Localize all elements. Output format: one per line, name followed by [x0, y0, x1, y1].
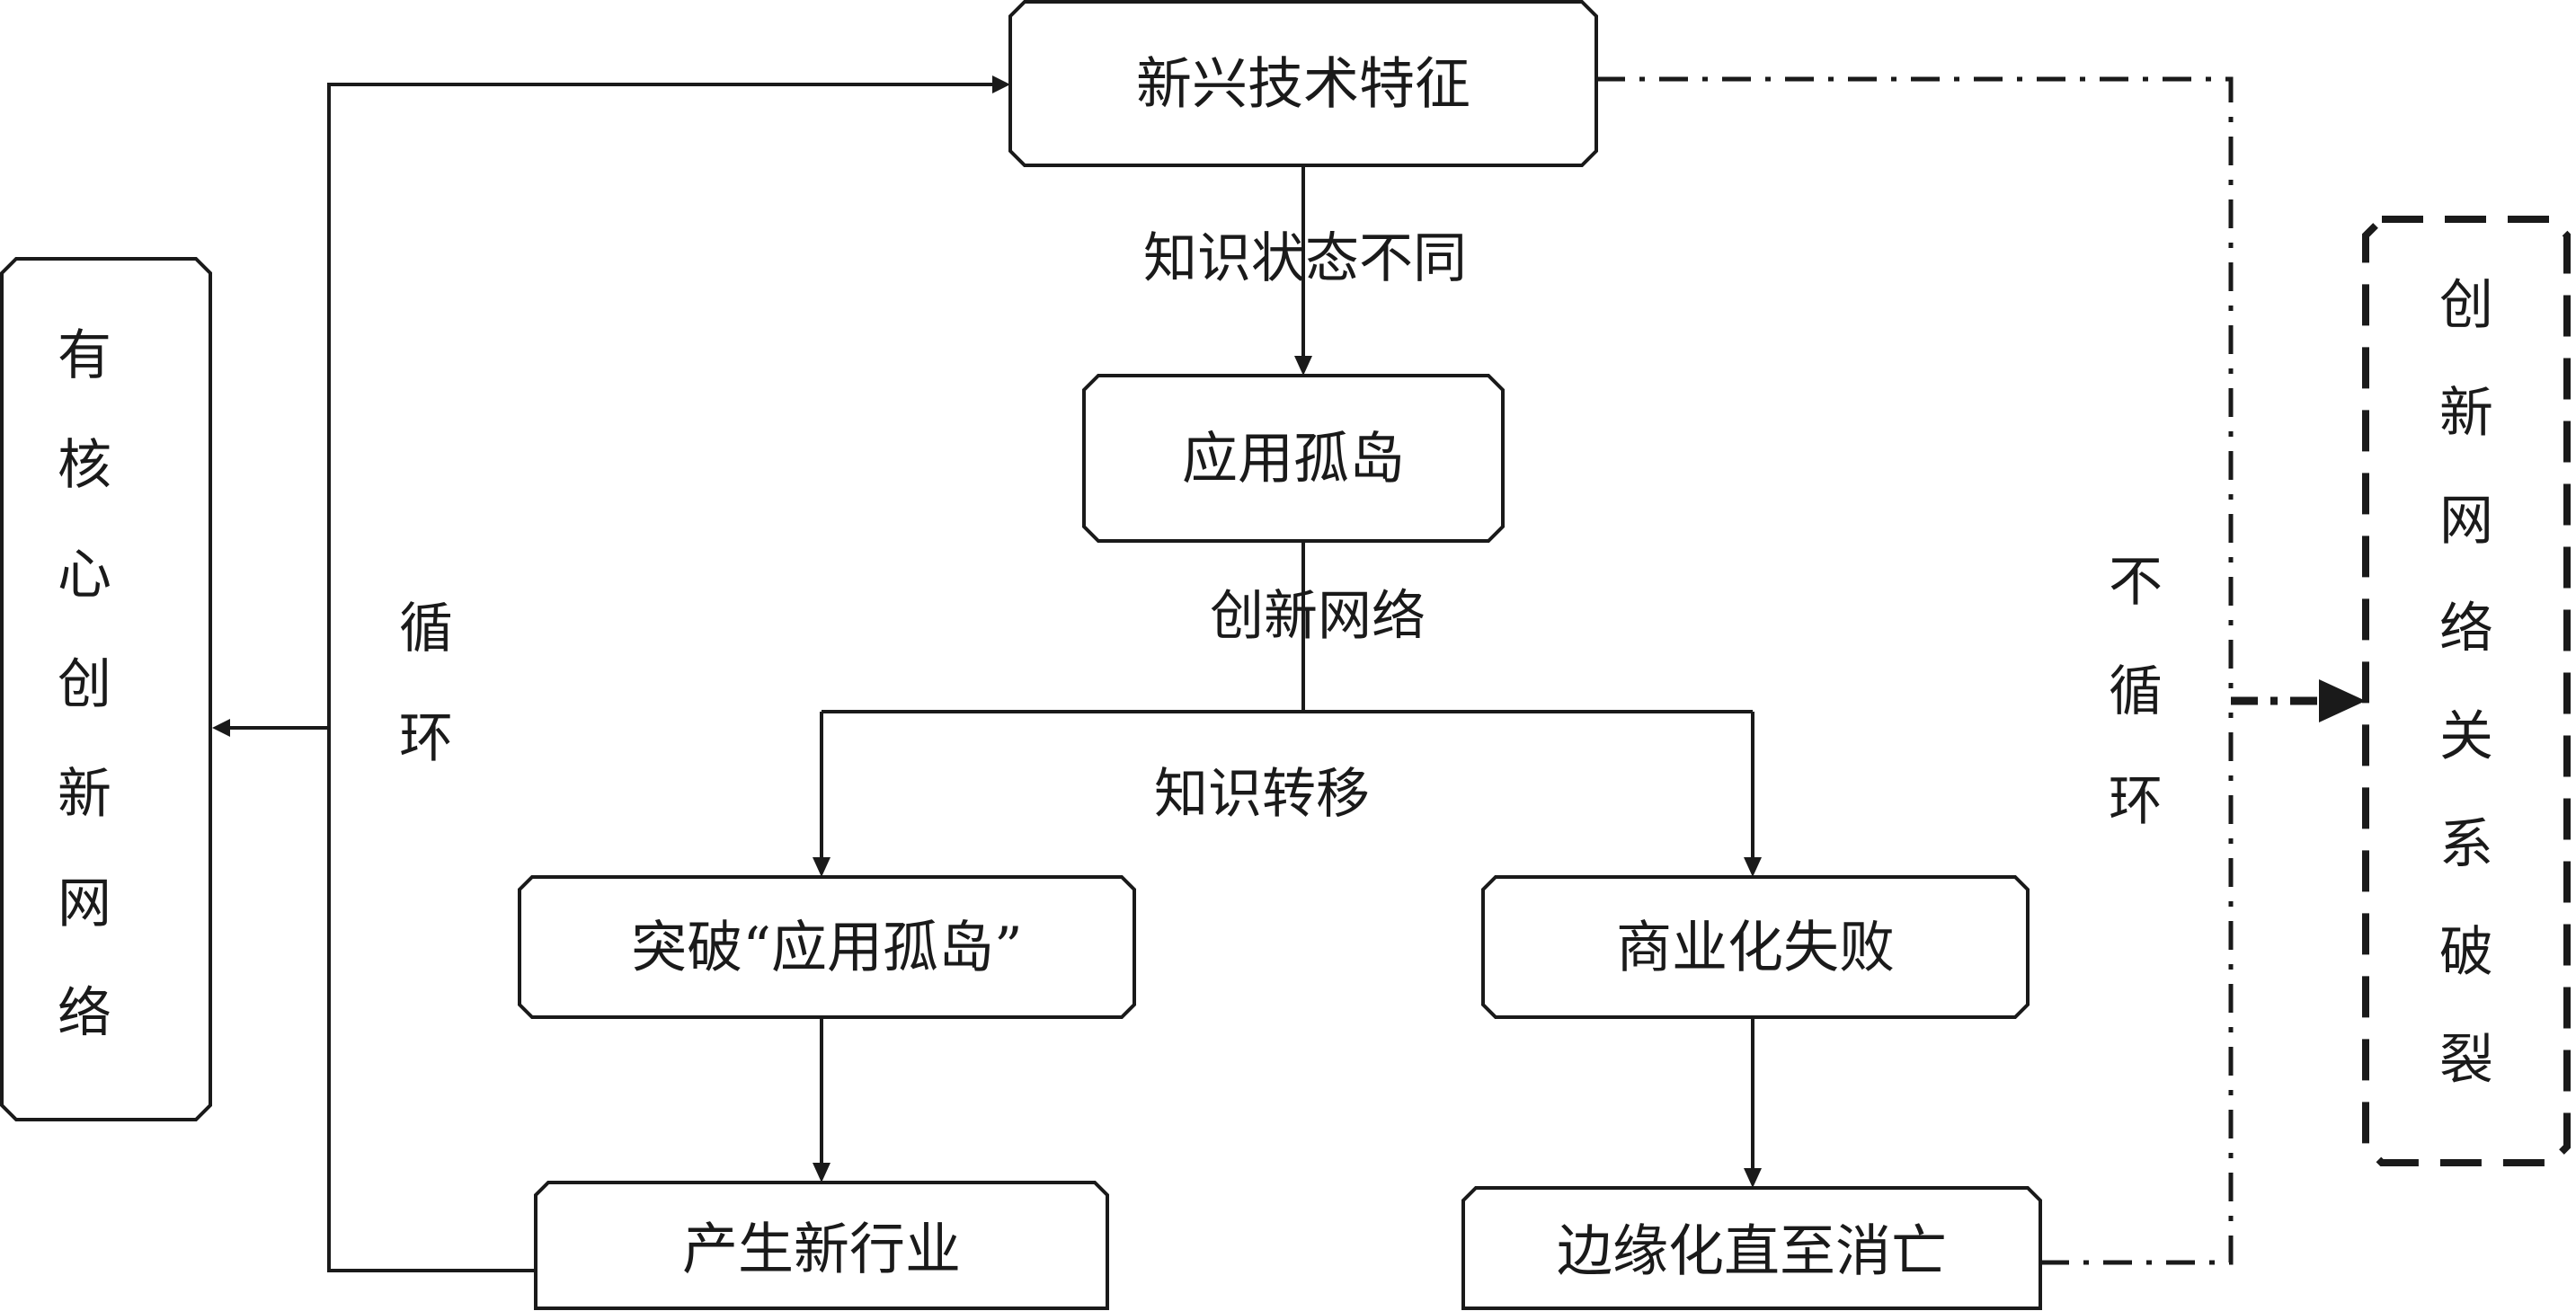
- node-marginalized: 边缘化直至消亡: [1461, 1186, 2042, 1310]
- node-emerging-tech-label: 新兴技术特征: [1136, 51, 1470, 117]
- vertical-char: 环: [399, 707, 453, 770]
- vertical-char: 网: [58, 873, 111, 935]
- connector-island-split: [813, 541, 1762, 877]
- edge-label-innovation-network: 创新网络: [1210, 585, 1426, 648]
- node-commercial-failure: 商业化失败: [1481, 875, 2030, 1019]
- connector-no-cycle: [1596, 76, 2366, 1265]
- vertical-char: 新: [58, 763, 111, 826]
- node-new-industry: 产生新行业: [534, 1181, 1109, 1310]
- edge-label-knowledge-state: 知识状态不同: [1143, 227, 1467, 290]
- vertical-char: 系: [2439, 813, 2493, 876]
- node-marginalized-label: 边缘化直至消亡: [1557, 1218, 1947, 1284]
- node-emerging-tech: 新兴技术特征: [1008, 0, 1598, 167]
- vertical-char: 络: [2439, 598, 2493, 660]
- connector-tech-to-island: [1294, 165, 1312, 376]
- vertical-char: 创: [58, 653, 111, 716]
- vertical-char: 循: [399, 598, 453, 660]
- vertical-char: 核: [58, 434, 111, 497]
- connector-failure-to-marginalized: [1744, 1017, 1762, 1188]
- vertical-char: 网: [2439, 490, 2493, 553]
- edge-label-no-cycle: 不循环: [2109, 551, 2163, 833]
- vertical-char: 心: [58, 544, 111, 607]
- vertical-char: 创: [2439, 274, 2493, 337]
- vertical-char: 破: [2439, 921, 2493, 984]
- connector-breakthrough-to-industry: [813, 1017, 831, 1183]
- node-app-island-label: 应用孤岛: [1182, 426, 1405, 492]
- vertical-char: 不: [2109, 551, 2163, 614]
- node-breakthrough: 突破“应用孤岛”: [518, 875, 1136, 1019]
- vertical-char: 络: [58, 982, 111, 1045]
- edge-label-knowledge-transfer: 知识转移: [1154, 763, 1370, 826]
- node-commercial-failure-label: 商业化失败: [1616, 915, 1895, 980]
- vertical-char: 裂: [2439, 1029, 2493, 1092]
- vertical-char: 环: [2109, 770, 2163, 833]
- vertical-char: 循: [2109, 660, 2163, 723]
- vertical-char: 有: [58, 324, 111, 387]
- vertical-char: 关: [2439, 705, 2493, 768]
- node-app-island: 应用孤岛: [1082, 374, 1505, 543]
- vertical-char: 新: [2439, 382, 2493, 445]
- node-new-industry-label: 产生新行业: [682, 1217, 961, 1282]
- connector-cycle-loop: [212, 75, 1010, 1272]
- edge-label-cycle: 循环: [399, 598, 453, 770]
- node-breakthrough-label: 突破“应用孤岛”: [631, 915, 1022, 980]
